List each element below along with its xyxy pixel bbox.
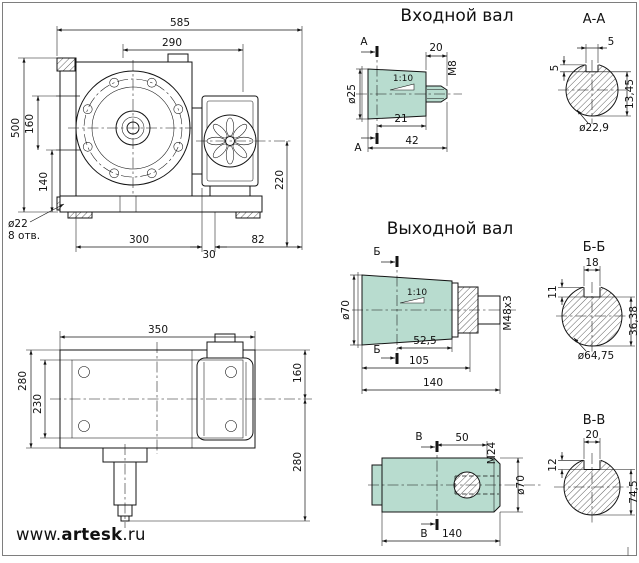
shaft-hub [115,110,151,146]
front-view-body [56,53,292,219]
corner-hole [78,366,90,378]
thread-m8-label: M8 [447,60,459,76]
dim-105: 105 [409,355,429,367]
watermark-prefix: www. [16,525,61,544]
flange-pad-top [56,57,76,72]
front-view: 585 290 500 160 140 ø22 8 отв. 300 30 82… [8,17,303,261]
section-bb-dimensions: 18 11 ø64,75 36,38 [547,257,639,362]
dim-160-top: 160 [292,363,304,383]
section-aa-title: А-А [583,12,606,27]
section-label-v-bottom: В [420,528,427,540]
dim-220: 220 [274,170,286,190]
watermark: www.artesk.ru [16,525,146,544]
foot-pad-left [67,211,93,219]
input-shaft-title: Входной вал [400,6,513,26]
section-bb-title: Б-Б [583,240,606,255]
cutting-plane-v: В В [415,431,439,540]
taper-ratio-output: 1:10 [407,288,427,298]
hole-diameter-label: ø22 [8,218,28,230]
lifting-lug [167,53,189,63]
output-shaft-title: Выходной вал [387,219,514,239]
dim-52-5: 52,5 [413,335,436,347]
input-shaft-view: 1:10 А А 20 M8 ø25 21 42 [346,36,462,154]
dim-280-right: 280 [292,452,304,472]
dim-20: 20 [429,42,442,54]
dim-140-front: 140 [38,172,50,192]
dim-key-width-20: 20 [585,429,598,441]
dim-140-v: 140 [442,528,462,540]
dim-21: 21 [394,113,407,125]
dim-290: 290 [162,37,182,49]
section-label-b-top: Б [373,246,380,258]
cutting-plane-b: Б Б [373,246,399,364]
top-view: 350 280 230 160 280 [17,324,312,528]
section-vv-view: 20 12 74,5 [547,429,639,523]
watermark-name: artesk [61,525,123,544]
dim-585: 585 [170,17,190,29]
v-shaft-view: В В 50 М24 ø70 140 [368,431,542,546]
section-aa-dimensions: 5 5 ø22,9 13,45 [549,36,636,134]
dim-160-front: 160 [24,114,36,134]
taper-flag [389,83,415,91]
front-view-dimensions: 585 290 500 160 140 ø22 8 отв. 300 30 82… [8,17,303,261]
dim-230: 230 [32,394,44,414]
dim-key-height-12: 12 [547,458,559,471]
dim-300: 300 [129,234,149,246]
v-shaft-dimensions: 50 М24 ø70 140 [381,432,527,546]
terminal-box-cap [214,333,236,343]
corner-hole [225,366,237,378]
dim-key-height-11: 11 [547,285,559,298]
thread-m24-label: М24 [486,441,498,464]
dim-13-45: 13,45 [624,79,636,109]
dim-key-width-18: 18 [585,257,598,269]
taper-ratio-input: 1:10 [393,74,413,84]
sheet-border [2,2,637,556]
dim-280-left: 280 [17,371,29,391]
dim-140-output: 140 [423,377,443,389]
corner-hole [225,420,237,432]
dim-key-height-5: 5 [549,65,561,72]
mounting-plate [59,57,77,211]
terminal-box [206,341,244,359]
dim-350: 350 [148,324,168,336]
output-shaft-view: 1:10 Б Б ø70 52,5 105 140 М48х3 [340,246,516,394]
section-label-v-top: В [415,431,422,443]
thread-m48-label: М48х3 [502,295,514,330]
top-view-dimensions: 350 280 230 160 280 [17,324,310,522]
section-vv-title: В-В [583,413,606,428]
dim-500: 500 [10,118,22,138]
dim-74-5: 74,5 [628,480,639,503]
dim-50: 50 [455,432,468,444]
dim-key-width-5: 5 [608,36,615,48]
corner-hole [78,420,90,432]
section-label-a-top: А [360,36,368,48]
dim-36-38: 36,38 [628,306,639,336]
fan-pedestal [209,185,251,197]
dim-30: 30 [202,249,215,261]
base-plate [59,195,263,213]
top-view-body [50,333,312,528]
dim-dia70-v: ø70 [515,475,527,495]
dim-dia22-9: ø22,9 [579,122,609,134]
dim-dia25: ø25 [346,84,358,104]
dim-42: 42 [405,135,418,147]
section-aa-view: 5 5 ø22,9 13,45 [549,36,636,134]
bolt-circle [83,78,183,178]
dim-dia70-output: ø70 [340,300,352,320]
watermark-suffix: .ru [122,525,145,544]
section-bb-view: 18 11 ø64,75 36,38 [547,257,639,362]
dim-dia64-75: ø64,75 [578,350,614,362]
section-label-a-bottom: А [354,142,362,154]
output-shaft-dimensions: ø70 52,5 105 140 М48х3 [340,274,514,394]
dim-82: 82 [251,234,264,246]
taper-flag [399,297,425,304]
section-vv-dimensions: 20 12 74,5 [547,429,639,516]
input-shaft-dimensions: 20 M8 ø25 21 42 [346,42,459,152]
foot-pad-right [235,211,261,219]
hole-count-label: 8 отв. [8,230,40,242]
section-label-b-bottom: Б [373,344,380,356]
